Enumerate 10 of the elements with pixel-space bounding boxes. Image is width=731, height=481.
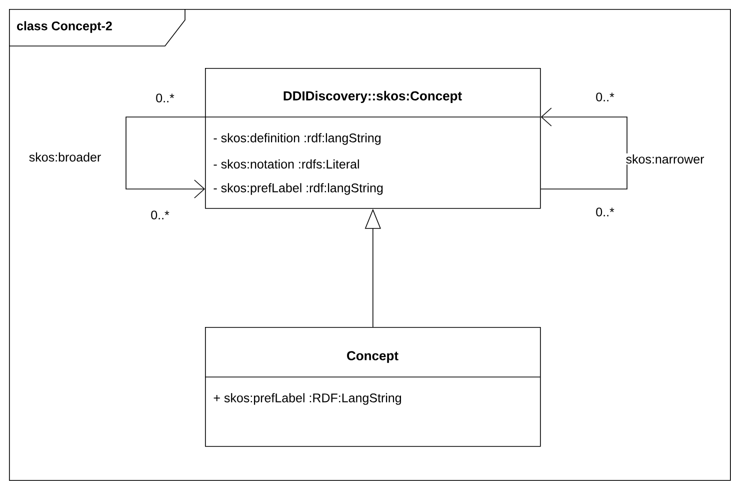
multiplicity-label: 0..* [156, 94, 174, 102]
class-box: Concept + skos:prefLabel :RDF:LangString [204, 327, 541, 447]
multiplicity-label: 0..* [151, 210, 170, 220]
multiplicity-label: 0..* [596, 92, 614, 102]
association-arrow [540, 108, 628, 190]
class-box: DDIDiscovery::skos:Concept - skos:definition :rdf:langString - skos:notation :rdfs:Literal - skos:prefLabel :rdf:langString [204, 68, 541, 209]
multiplicity-label: 0..* [596, 208, 614, 216]
edge-label: skos:broader [28, 151, 102, 163]
association-arrow [126, 116, 206, 198]
edge-label: skos:narrower [624, 153, 706, 165]
